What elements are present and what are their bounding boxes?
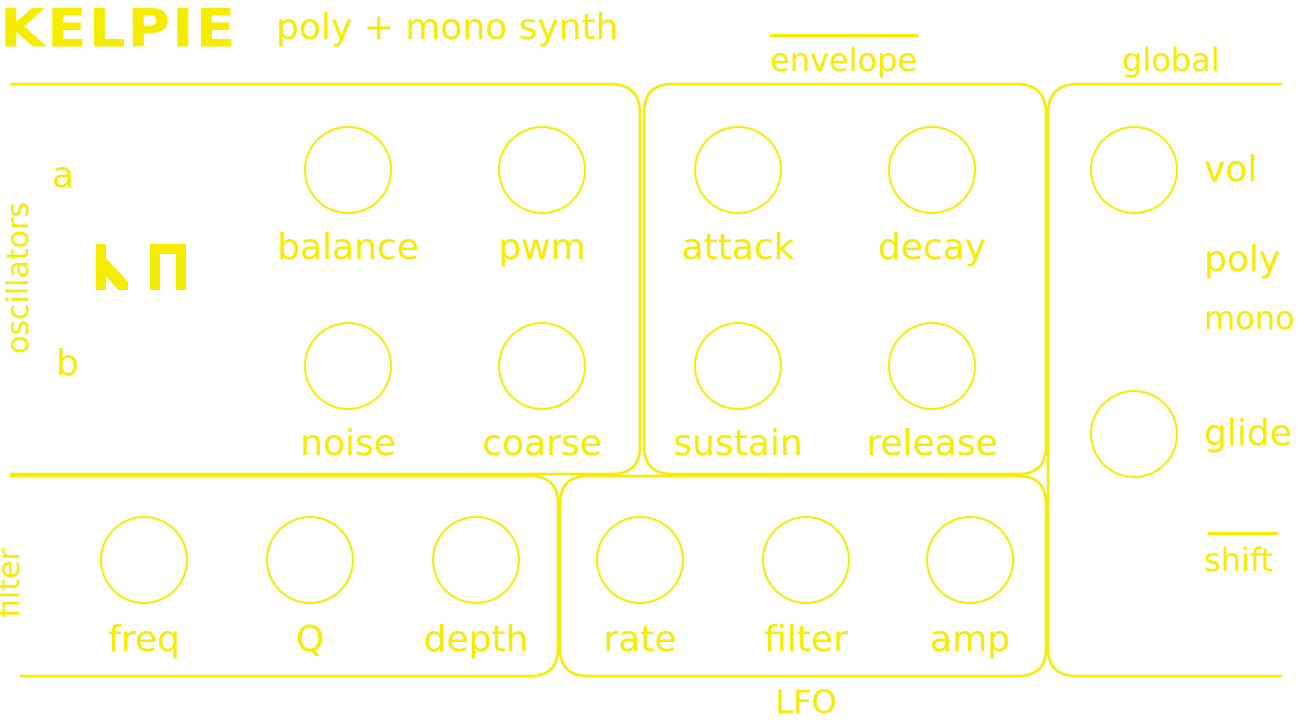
sawtooth-wave-icon [96, 244, 128, 290]
coarse-label: coarse [482, 423, 602, 464]
freq-knob[interactable] [100, 516, 188, 604]
decay-knob[interactable] [888, 126, 976, 214]
lfo-filter-label: filter [764, 619, 848, 660]
section-lfo: LFO [775, 683, 837, 721]
pwm-label: pwm [498, 227, 586, 268]
sustain-knob[interactable] [694, 322, 782, 410]
release-label: release [866, 423, 998, 464]
balance-label: balance [277, 227, 419, 268]
section-envelope: envelope [770, 41, 918, 79]
vol-knob[interactable] [1090, 126, 1178, 214]
lfo-rate-label: rate [603, 619, 677, 660]
coarse-knob[interactable] [498, 322, 586, 410]
pwm-knob[interactable] [498, 126, 586, 214]
mono-label[interactable]: mono [1204, 299, 1295, 337]
brand-logo: KELPIE [0, 0, 238, 60]
section-oscillators: oscillators [1, 202, 36, 354]
q-knob[interactable] [266, 516, 354, 604]
brand-subtitle: poly + mono synth [276, 7, 619, 48]
depth-knob[interactable] [432, 516, 520, 604]
osc-b-label: b [56, 343, 79, 384]
section-global: global [1122, 41, 1220, 79]
lfo-filter-knob[interactable] [762, 516, 850, 604]
glide-label: glide [1204, 413, 1292, 454]
lfo-amp-label: amp [930, 619, 1010, 660]
noise-knob[interactable] [304, 322, 392, 410]
depth-label: depth [423, 619, 529, 660]
vol-label: vol [1204, 149, 1258, 190]
lfo-rate-knob[interactable] [596, 516, 684, 604]
freq-label: freq [108, 619, 180, 660]
osc-a-label: a [52, 155, 75, 196]
lfo-amp-knob[interactable] [926, 516, 1014, 604]
balance-knob[interactable] [304, 126, 392, 214]
square-wave-icon [150, 244, 186, 290]
sustain-label: sustain [673, 423, 803, 464]
envelope-overline [770, 34, 918, 37]
q-label: Q [295, 619, 325, 660]
attack-knob[interactable] [694, 126, 782, 214]
attack-label: attack [681, 227, 795, 268]
poly-label[interactable]: poly [1204, 239, 1281, 280]
release-knob[interactable] [888, 322, 976, 410]
glide-knob[interactable] [1090, 390, 1178, 478]
section-filter: filter [0, 548, 27, 618]
decay-label: decay [877, 227, 987, 268]
shift-button[interactable]: shift [1204, 541, 1274, 579]
noise-label: noise [300, 423, 396, 464]
shift-overline [1208, 532, 1278, 535]
